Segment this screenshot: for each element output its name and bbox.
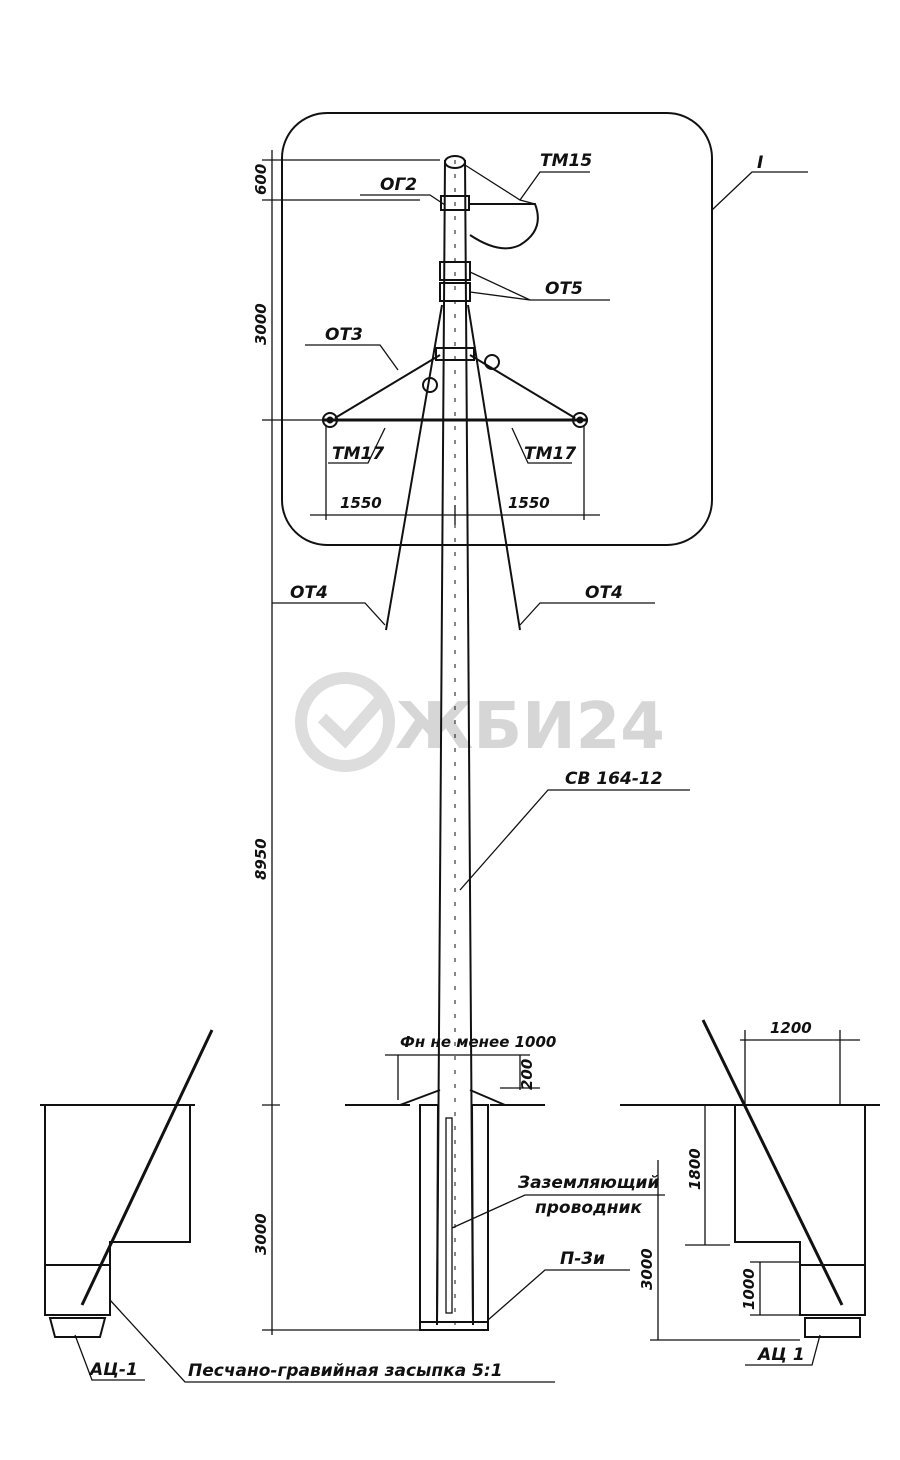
luminaire-bracket <box>469 203 539 250</box>
dim-3000-right: 3000 <box>638 1248 656 1290</box>
label-pole-type: СВ 164-12 <box>565 769 663 789</box>
dim-span-right: 1550 <box>508 494 550 512</box>
dim-3000-buried: 3000 <box>252 1213 270 1255</box>
central-pit <box>399 1089 506 1331</box>
label-ot5: ОТ5 <box>545 279 583 299</box>
label-p3i: П-3и <box>560 1249 605 1269</box>
label-tm15: ТМ15 <box>540 151 592 171</box>
watermark-logo: ЖБИ24 <box>295 672 665 772</box>
ot3-braces <box>334 354 576 419</box>
right-anchor-pit <box>701 1019 866 1338</box>
label-tm17-right: ТМ17 <box>524 444 576 464</box>
ot4-rods <box>385 304 521 631</box>
label-ground-wire-1: Заземляющий <box>517 1173 659 1193</box>
label-tm17-left: ТМ17 <box>332 444 384 464</box>
dim-foundation: Фн не менее 1000 <box>400 1033 556 1051</box>
detail-frame <box>281 112 713 546</box>
label-ground-wire-2: проводник <box>535 1198 642 1218</box>
detail-mark: I <box>757 153 763 173</box>
dim-1800: 1800 <box>686 1148 704 1190</box>
dim-8950: 8950 <box>252 838 270 880</box>
watermark-text: ЖБИ24 <box>395 690 665 764</box>
vertical-dimensions: 600 3000 8950 3000 <box>252 150 440 1335</box>
label-og2: ОГ2 <box>380 175 417 195</box>
dim-200: 200 <box>518 1059 536 1090</box>
left-anchor-pit <box>44 1029 214 1338</box>
dim-600: 600 <box>252 164 270 195</box>
label-anchor-right: АЦ 1 <box>756 1345 805 1365</box>
ground-wire <box>445 1117 453 1314</box>
label-anchor-left: АЦ-1 <box>88 1360 138 1380</box>
label-ot3: ОТ3 <box>325 325 363 345</box>
label-ot4-right: ОТ4 <box>585 583 623 603</box>
dim-1000-right: 1000 <box>740 1268 758 1310</box>
detail-leader <box>711 171 808 211</box>
label-backfill: Песчано-гравийная засыпка 5:1 <box>188 1361 503 1381</box>
dim-3000-upper: 3000 <box>252 303 270 345</box>
label-ot4-left: ОТ4 <box>290 583 328 603</box>
dim-1200: 1200 <box>770 1019 812 1037</box>
dim-span-left: 1550 <box>340 494 382 512</box>
